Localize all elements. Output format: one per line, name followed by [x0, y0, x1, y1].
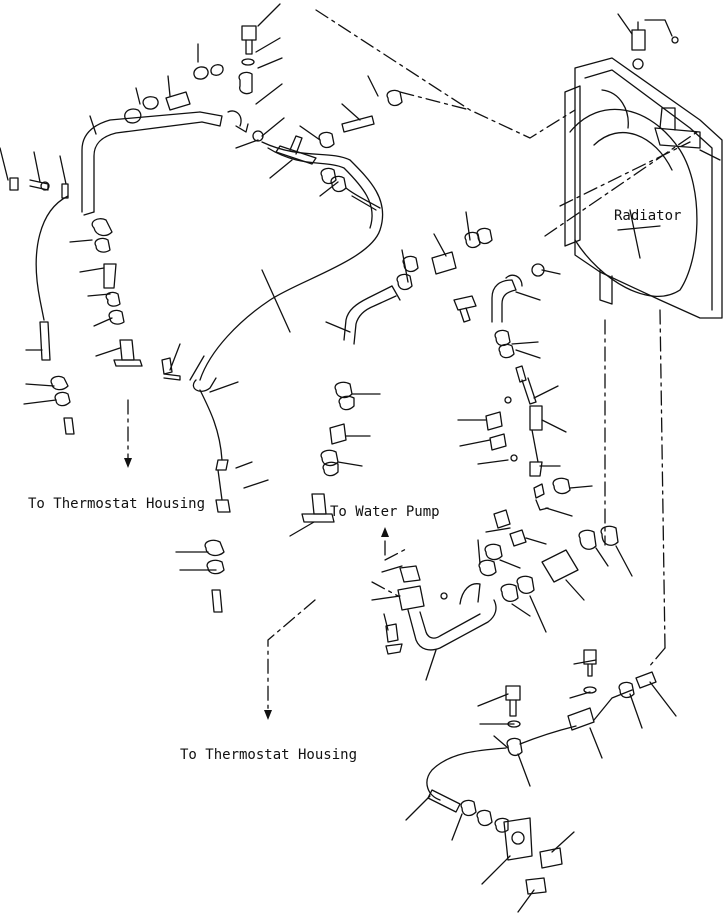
center-elbow-hose: [343, 227, 493, 345]
bottom-right-assembly: [426, 649, 657, 895]
long-hose: [192, 141, 384, 613]
direction-arrows: [124, 458, 389, 720]
lower-large-pipe: [385, 565, 497, 655]
center-clamp-stack: [161, 357, 355, 523]
radiator-outline: [564, 13, 723, 319]
upper-left-pipe-assembly: [9, 25, 264, 435]
to-thermostat-housing-label-upper: To Thermostat Housing: [28, 496, 206, 512]
to-thermostat-housing-label-lower: To Thermostat Housing: [180, 747, 358, 763]
leader-lines: [0, 3, 677, 913]
right-center-fittings: [453, 263, 619, 603]
radiator-label: Radiator: [614, 208, 682, 224]
reference-lines: [127, 9, 701, 713]
tee-fitting-assembly: [275, 89, 403, 211]
to-water-pump-label: To Water Pump: [330, 504, 440, 520]
